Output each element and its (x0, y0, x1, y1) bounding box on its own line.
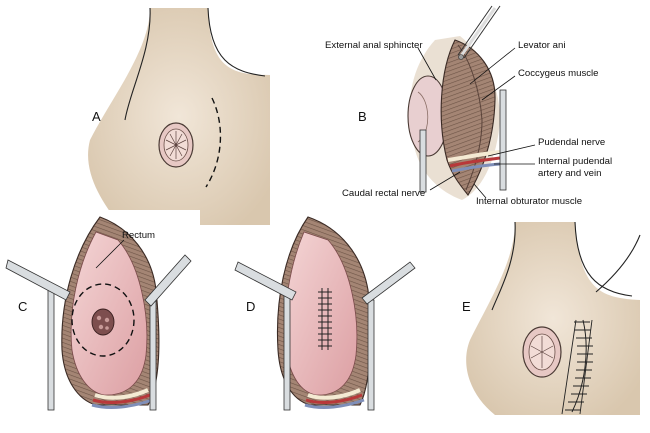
label-pudendal-nerve: Pudendal nerve (538, 137, 605, 148)
panel-b-nerve (447, 150, 501, 162)
panel-d-retractor-left (283, 289, 291, 411)
label-internal-pudendal-line1: Internal pudendal (538, 156, 612, 167)
label-external-anal-sphincter: External anal sphincter (325, 40, 423, 51)
panel-c-anal-stump (91, 308, 115, 336)
panel-e-anus (522, 326, 562, 378)
panel-c-purse-string (71, 283, 135, 357)
panel-c: Rectum C (5, 210, 200, 420)
panel-c-forceps-right (144, 254, 192, 307)
panel-c-forceps-left (5, 259, 71, 301)
label-coccygeus-muscle: Coccygeus muscle (518, 68, 599, 79)
panel-a-incision-line (205, 97, 222, 188)
panel-a-anus (158, 122, 194, 168)
panel-b: B External anal sphincter Levator ani Co… (325, 5, 612, 207)
panel-b-letter: B (358, 109, 367, 124)
panel-e-skin (466, 222, 640, 415)
panel-e: E (462, 221, 641, 415)
panel-c-retractor-left (47, 289, 55, 411)
label-levator-ani: Levator ani (518, 40, 565, 51)
panel-d-forceps-left (234, 261, 297, 301)
panel-a-tail-outline (124, 7, 151, 121)
panel-d-forceps-right (361, 261, 416, 305)
panel-b-retractor-right (499, 89, 507, 191)
panel-e-tail-outline (595, 234, 641, 293)
panel-c-letter: C (18, 299, 27, 314)
panel-e-skin-suture (561, 319, 593, 415)
panel-e-letter: E (462, 299, 471, 314)
panel-a-letter: A (92, 109, 101, 124)
panel-d: D (234, 216, 416, 411)
panel-b-forceps (457, 5, 501, 60)
panel-b-retractor-left (419, 129, 427, 193)
panel-d-suture-line (318, 288, 332, 350)
label-rectum: Rectum (122, 230, 155, 241)
panel-a: A (88, 7, 270, 225)
label-internal-obturator-muscle: Internal obturator muscle (476, 196, 582, 207)
panel-d-retractor-right (367, 299, 375, 411)
panel-a-skin (88, 8, 270, 225)
panel-c-retractor-right (149, 299, 157, 411)
label-internal-pudendal-line2: artery and vein (538, 168, 601, 179)
panel-d-letter: D (246, 299, 255, 314)
label-caudal-rectal-nerve: Caudal rectal nerve (342, 188, 425, 199)
